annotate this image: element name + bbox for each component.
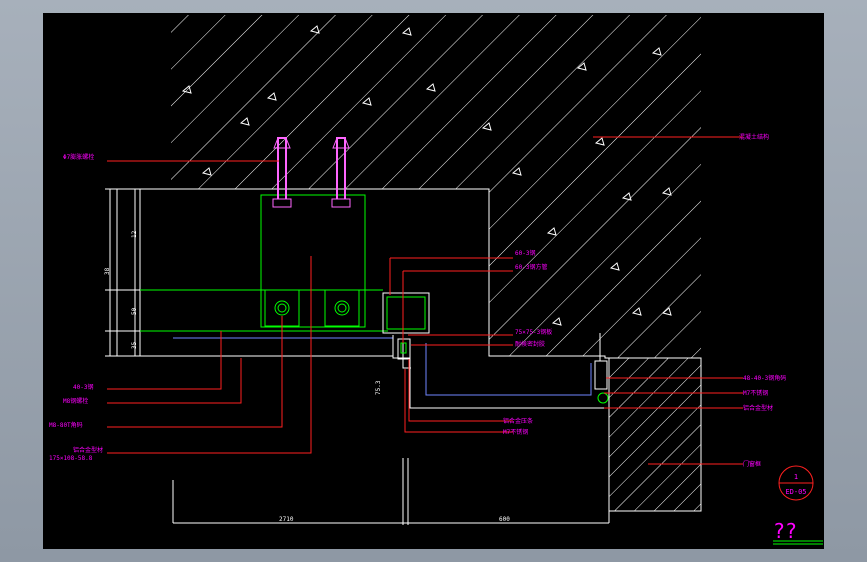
footer-mark-text: ?? [773,519,797,543]
label-profile-2: M7不锈钢 [503,428,528,436]
dim-upper-2: 50 [131,307,138,315]
leader-lines [107,136,743,465]
label-steel-channel: M8-80T角码 [49,421,83,429]
steel-bracket [140,194,430,334]
label-angle-1: 48-40-3钢角码 [743,374,786,382]
label-tube-40: 40-3钢 [73,383,93,391]
glazing-line [173,337,592,396]
door-frame-block [608,357,702,512]
section-number: 1 [794,473,798,481]
label-bracket-60-sub: 60-3钢方管 [515,263,547,271]
label-reinforce: 175×108-58.8 [49,455,93,462]
label-bracket-60: 60-3钢 [515,249,535,257]
footer-mark: ?? [773,519,823,545]
dim-left-height: 38 [104,267,111,275]
label-door-frame: 门窗框 [743,460,761,468]
dim-bottom-left: 2710 [279,516,294,523]
label-angle-3: 铝合金型材 [743,404,773,412]
mullion-profile [392,333,610,409]
dim-upper-1: 12 [131,230,138,238]
label-tube-75: 75×75-3钢板 [515,328,552,336]
label-profile: 铝合金型材 [73,446,103,454]
label-mullion-1: 铝合金压条 [503,417,533,425]
label-sealant: 耐候密封胶 [515,340,545,348]
label-anchor-bolt: Φ7膨胀螺栓 [63,153,94,161]
drawing-canvas: Φ7膨胀螺栓 混凝土结构 60-3钢 60-3钢方管 75×75-3钢板 耐候密… [43,13,824,549]
dim-upper-3: 35 [131,341,138,349]
section-drawing: Φ7膨胀螺栓 混凝土结构 60-3钢 60-3钢方管 75×75-3钢板 耐候密… [49,15,823,545]
dim-bottom-right: 600 [499,516,510,523]
slab-outline [105,188,702,525]
dim-inner: 75.3 [375,380,382,395]
section-marker: 1 ED-05 [778,465,814,501]
anchor-bolts [272,137,351,208]
label-concrete: 混凝土结构 [739,133,769,141]
label-angle-2: M7不锈钢 [743,389,768,397]
dimension-labels: 38 12 50 35 75.3 2710 600 [104,230,510,523]
label-steel-plate: M8钢螺栓 [63,397,88,405]
annotation-labels: Φ7膨胀螺栓 混凝土结构 60-3钢 60-3钢方管 75×75-3钢板 耐候密… [49,133,786,468]
section-ref: ED-05 [785,488,806,496]
concrete-structure [140,15,701,358]
